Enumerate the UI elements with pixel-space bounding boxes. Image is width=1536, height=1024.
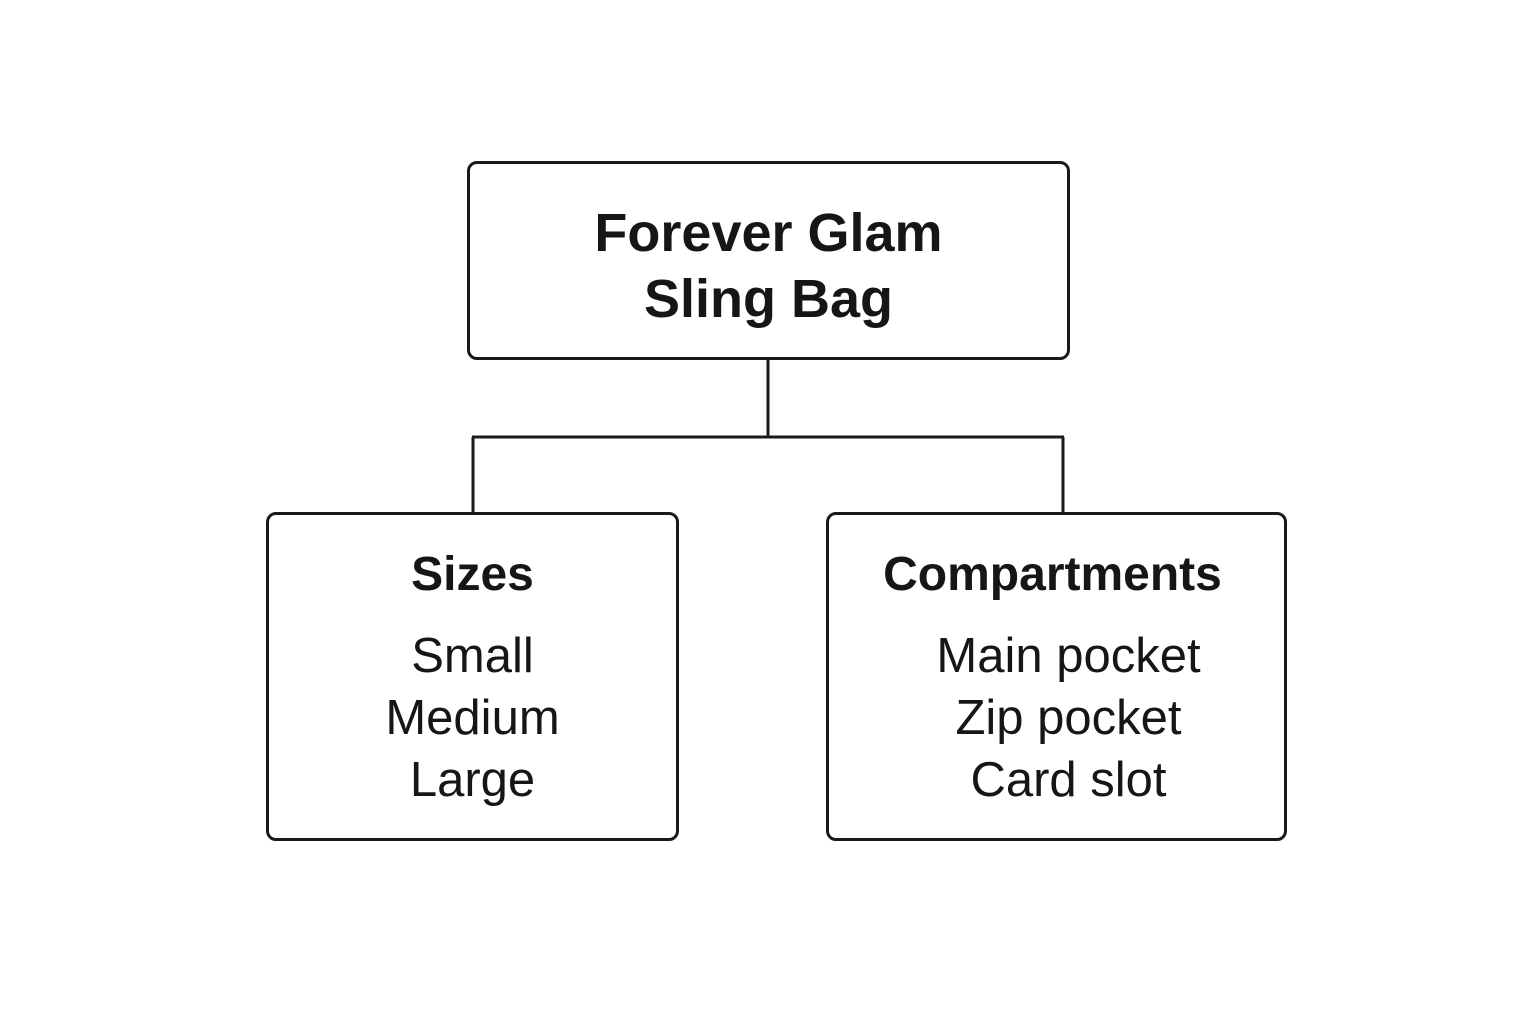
root-node: Forever Glam Sling Bag — [467, 161, 1070, 360]
root-title-line: Sling Bag — [643, 269, 893, 329]
sizes-node: Sizes Small Medium Large — [266, 512, 679, 841]
list-item: Main pocket — [936, 629, 1201, 683]
list-item: Large — [409, 753, 536, 807]
list-item: Medium — [385, 691, 560, 745]
compartments-node: Compartments Main pocket Zip pocket Card… — [826, 512, 1287, 841]
list-item: Card slot — [970, 753, 1167, 807]
root-title: Forever Glam Sling Bag — [470, 200, 1067, 332]
list-item: Zip pocket — [955, 691, 1182, 745]
compartments-list: Main pocket Zip pocket Card slot — [829, 625, 1284, 811]
sizes-heading: Sizes — [411, 548, 534, 601]
compartments-heading: Compartments — [883, 548, 1222, 601]
sizes-list: Small Medium Large — [269, 625, 676, 811]
root-title-line: Forever Glam — [594, 203, 943, 263]
list-item: Small — [411, 629, 534, 683]
